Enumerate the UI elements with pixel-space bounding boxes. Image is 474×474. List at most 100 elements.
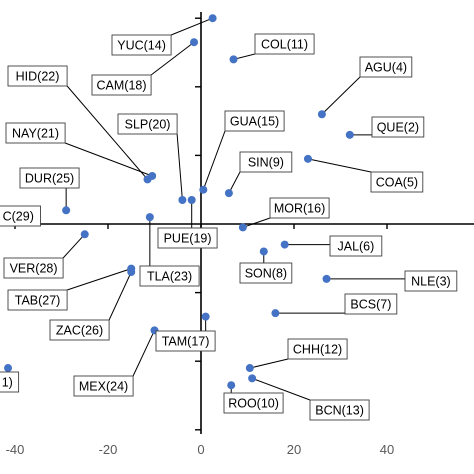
data-label-box	[157, 227, 218, 249]
leader-line	[66, 268, 132, 291]
data-point	[145, 213, 154, 222]
data-label-box	[0, 371, 20, 393]
data-label-box	[371, 116, 425, 138]
data-label: JAL(6)	[329, 235, 383, 257]
data-label-text: NLE(3)	[411, 275, 451, 289]
data-label: GUA(15)	[224, 110, 285, 132]
data-label: C(29)	[0, 205, 41, 227]
data-label-box	[111, 34, 172, 56]
data-label-box	[7, 289, 68, 311]
data-label-box	[5, 122, 66, 144]
data-point	[317, 110, 326, 119]
data-label: VER(28)	[3, 257, 64, 279]
data-label: YUC(14)	[111, 34, 172, 56]
data-label-box	[254, 33, 315, 55]
data-label-text: GUA(15)	[230, 115, 279, 129]
data-point	[345, 130, 354, 139]
data-label-text: TAB(27)	[15, 294, 61, 308]
x-tick-label: 20	[287, 442, 301, 457]
data-point	[80, 230, 89, 239]
data-label-box	[155, 330, 216, 352]
data-point	[190, 38, 199, 47]
axes	[0, 12, 474, 434]
data-label: ROO(10)	[223, 392, 284, 414]
data-label: MOR(16)	[269, 197, 330, 219]
data-label-text: 1)	[2, 376, 13, 390]
data-label: AGU(4)	[359, 56, 413, 78]
data-label-text: COA(5)	[376, 176, 418, 190]
data-label: TLA(23)	[139, 265, 200, 287]
data-label-box	[223, 392, 284, 414]
leader-line	[66, 85, 148, 180]
data-label-box	[309, 399, 370, 421]
x-tick-label: -40	[6, 442, 25, 457]
data-label-box	[269, 197, 330, 219]
data-label-text: MEX(24)	[79, 380, 128, 394]
data-point	[224, 189, 233, 198]
data-label: QUE(2)	[371, 116, 425, 138]
data-point	[62, 206, 71, 215]
leader-line	[321, 76, 361, 115]
data-point	[248, 374, 257, 383]
data-label-box	[0, 205, 41, 227]
data-label-box	[344, 293, 398, 315]
leader-line	[108, 271, 132, 321]
data-point	[178, 195, 187, 204]
data-label: BCN(13)	[309, 399, 370, 421]
data-label-text: ROO(10)	[228, 397, 279, 411]
data-label-box	[19, 167, 80, 189]
data-point	[201, 312, 210, 321]
leader-line	[64, 142, 153, 177]
data-point	[148, 171, 157, 180]
data-label-text: HID(22)	[16, 70, 60, 84]
data-label-text: TLA(23)	[147, 270, 192, 284]
x-tick-label: 0	[197, 442, 204, 457]
data-label: NLE(3)	[404, 270, 458, 292]
data-label-text: NAY(21)	[12, 127, 59, 141]
data-label-box	[239, 151, 293, 173]
data-label: PUE(19)	[157, 227, 218, 249]
leader-line	[150, 41, 195, 76]
data-point	[229, 55, 238, 64]
data-label-text: BCS(7)	[350, 298, 391, 312]
data-label: DUR(25)	[19, 167, 80, 189]
data-label-text: SLP(20)	[125, 118, 171, 132]
data-label: MEX(24)	[73, 375, 134, 397]
leader-line	[170, 17, 213, 36]
data-label-text: VER(28)	[10, 262, 58, 276]
data-label-text: ZAC(26)	[56, 324, 103, 338]
data-label: COL(11)	[254, 33, 315, 55]
data-label-box	[91, 74, 152, 96]
data-label-box	[73, 375, 134, 397]
data-label-text: CAM(18)	[97, 79, 147, 93]
leader-line	[249, 358, 289, 369]
data-label-box	[139, 265, 200, 287]
data-label: TAB(27)	[7, 289, 68, 311]
leader-line	[132, 330, 155, 377]
data-label-box	[287, 338, 348, 360]
leader-line	[62, 233, 86, 259]
data-label-text: BCN(13)	[315, 404, 364, 418]
data-label-text: JAL(6)	[337, 240, 374, 254]
data-label-box	[404, 270, 458, 292]
x-tick-label: 40	[380, 442, 394, 457]
data-labels: YUC(14) COL(11) CAM(18) HID(22) AGU(4) SLP(20…	[0, 33, 458, 421]
data-point	[245, 364, 254, 373]
data-label: BCS(7)	[344, 293, 398, 315]
data-point	[127, 268, 136, 277]
data-label-text: TAM(17)	[162, 335, 210, 349]
data-label: SON(8)	[239, 262, 293, 284]
data-label-box	[3, 257, 64, 279]
data-label-text: C(29)	[3, 210, 34, 224]
data-point	[227, 381, 236, 390]
data-label-text: QUE(2)	[377, 121, 419, 135]
data-label: SIN(9)	[239, 151, 293, 173]
data-label-box	[224, 110, 285, 132]
data-point	[238, 223, 247, 232]
data-label-text: CHH(12)	[293, 343, 342, 357]
leader-line	[202, 130, 226, 190]
data-label: TAM(17)	[155, 330, 216, 352]
data-label-box	[370, 171, 424, 193]
leader-line	[251, 377, 311, 401]
